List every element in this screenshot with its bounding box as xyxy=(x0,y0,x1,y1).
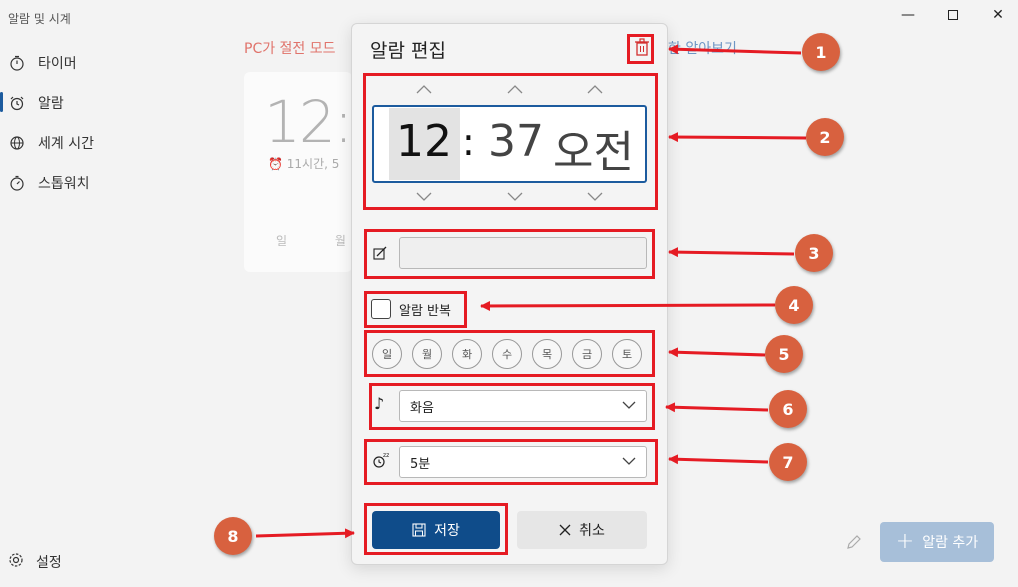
snooze-time-dropdown[interactable]: 5분 xyxy=(399,446,647,478)
day-toggle-sunday[interactable]: 일 xyxy=(372,339,402,369)
day-toggle-thursday[interactable]: 목 xyxy=(532,339,562,369)
edit-alarms-button[interactable] xyxy=(838,522,870,562)
day-toggle-saturday[interactable]: 토 xyxy=(612,339,642,369)
gear-icon xyxy=(8,552,24,572)
annotation-box-4 xyxy=(364,291,467,328)
annotation-badge-3: 3 xyxy=(795,234,833,272)
time-separator: : xyxy=(462,120,475,164)
ampm-down-chevron-icon[interactable] xyxy=(585,190,605,204)
alarm-icon xyxy=(8,94,26,112)
annotation-badge-6: 6 xyxy=(769,390,807,428)
chevron-down-icon xyxy=(622,401,636,409)
sidebar-item-label: 타이머 xyxy=(38,56,77,72)
remaining-text: 11시간, 5 xyxy=(286,157,340,171)
maximize-button[interactable] xyxy=(933,4,973,26)
timer-icon xyxy=(8,54,26,72)
save-icon xyxy=(412,523,426,537)
delete-alarm-button[interactable] xyxy=(634,38,650,56)
repeat-alarm-label[interactable]: 알람 반복 xyxy=(399,304,451,319)
annotation-box-2 xyxy=(363,73,658,210)
music-note-icon: ♪ xyxy=(374,394,385,413)
sidebar-item-stopwatch[interactable]: 스톱워치 xyxy=(8,171,90,195)
annotation-box-8 xyxy=(364,503,508,555)
day-toggle-monday[interactable]: 월 xyxy=(412,339,442,369)
sleep-warning-text: PC가 절전 모드 xyxy=(244,41,336,57)
svg-text:zz: zz xyxy=(383,452,389,459)
edit-name-icon xyxy=(373,246,387,260)
hour-down-chevron-icon[interactable] xyxy=(414,190,434,204)
active-nav-indicator xyxy=(0,92,3,112)
day-toggle-friday[interactable]: 금 xyxy=(572,339,602,369)
maximize-icon xyxy=(948,10,958,20)
snooze-icon: zz xyxy=(373,452,389,468)
dialog-title: 알람 편집 xyxy=(370,40,446,62)
annotation-badge-4: 4 xyxy=(775,286,813,324)
annotation-badge-2: 2 xyxy=(806,118,844,156)
cancel-button[interactable]: 취소 xyxy=(517,511,647,549)
plus-icon: + xyxy=(895,529,915,554)
annotation-badge-8: 8 xyxy=(214,517,252,555)
sidebar-item-label: 알람 xyxy=(38,96,64,112)
alarm-card-remaining: ⏰ 11시간, 5 xyxy=(268,157,340,171)
annotation-box-7 xyxy=(364,439,658,485)
save-button[interactable]: 저장 xyxy=(372,511,500,549)
annotation-box-3 xyxy=(364,229,655,279)
settings-label: 설정 xyxy=(36,555,62,571)
globe-icon xyxy=(8,134,26,152)
repeat-alarm-checkbox[interactable] xyxy=(371,299,391,319)
pencil-icon xyxy=(847,535,861,549)
ampm-up-chevron-icon[interactable] xyxy=(585,82,605,96)
annotation-badge-7: 7 xyxy=(769,443,807,481)
alarm-card[interactable] xyxy=(244,72,352,272)
alarm-name-input[interactable] xyxy=(399,237,647,269)
close-window-button[interactable]: ✕ xyxy=(992,7,1004,23)
ampm-value[interactable]: 오전 xyxy=(553,127,634,178)
hour-value[interactable]: 12 xyxy=(396,116,452,167)
alarm-sound-dropdown[interactable]: 화음 xyxy=(399,390,647,422)
alarm-sound-value: 화음 xyxy=(410,400,434,416)
app-title: 알람 및 시계 xyxy=(8,12,71,26)
add-alarm-label: 알람 추가 xyxy=(922,535,979,551)
add-alarm-button[interactable]: + 알람 추가 xyxy=(880,522,994,562)
minimize-button[interactable]: — xyxy=(901,7,915,23)
snooze-time-value: 5분 xyxy=(410,456,431,472)
sidebar-item-label: 스톱워치 xyxy=(38,176,90,192)
annotation-box-5 xyxy=(364,330,655,377)
learn-more-link[interactable]: 한 알아보기 xyxy=(668,41,737,57)
hour-selection-highlight xyxy=(389,108,460,180)
annotation-badge-1: 1 xyxy=(802,33,840,71)
sidebar-item-alarm[interactable]: 알람 xyxy=(8,91,64,115)
day-toggle-wednesday[interactable]: 수 xyxy=(492,339,522,369)
sidebar-item-settings[interactable]: 설정 xyxy=(8,552,62,572)
minute-value[interactable]: 37 xyxy=(488,116,544,167)
minute-down-chevron-icon[interactable] xyxy=(505,190,525,204)
day-toggle-tuesday[interactable]: 화 xyxy=(452,339,482,369)
save-label: 저장 xyxy=(434,523,460,539)
annotation-badge-5: 5 xyxy=(765,335,803,373)
sidebar-item-world-clock[interactable]: 세계 시간 xyxy=(8,131,94,155)
cancel-label: 취소 xyxy=(579,523,605,539)
sidebar-item-timer[interactable]: 타이머 xyxy=(8,51,77,75)
sidebar-item-label: 세계 시간 xyxy=(38,136,94,152)
minute-up-chevron-icon[interactable] xyxy=(505,82,525,96)
hour-up-chevron-icon[interactable] xyxy=(414,82,434,96)
annotation-box-1 xyxy=(627,34,654,64)
stopwatch-icon xyxy=(8,174,26,192)
chevron-down-icon xyxy=(622,457,636,465)
close-icon xyxy=(559,524,571,536)
annotation-box-6 xyxy=(369,383,655,430)
